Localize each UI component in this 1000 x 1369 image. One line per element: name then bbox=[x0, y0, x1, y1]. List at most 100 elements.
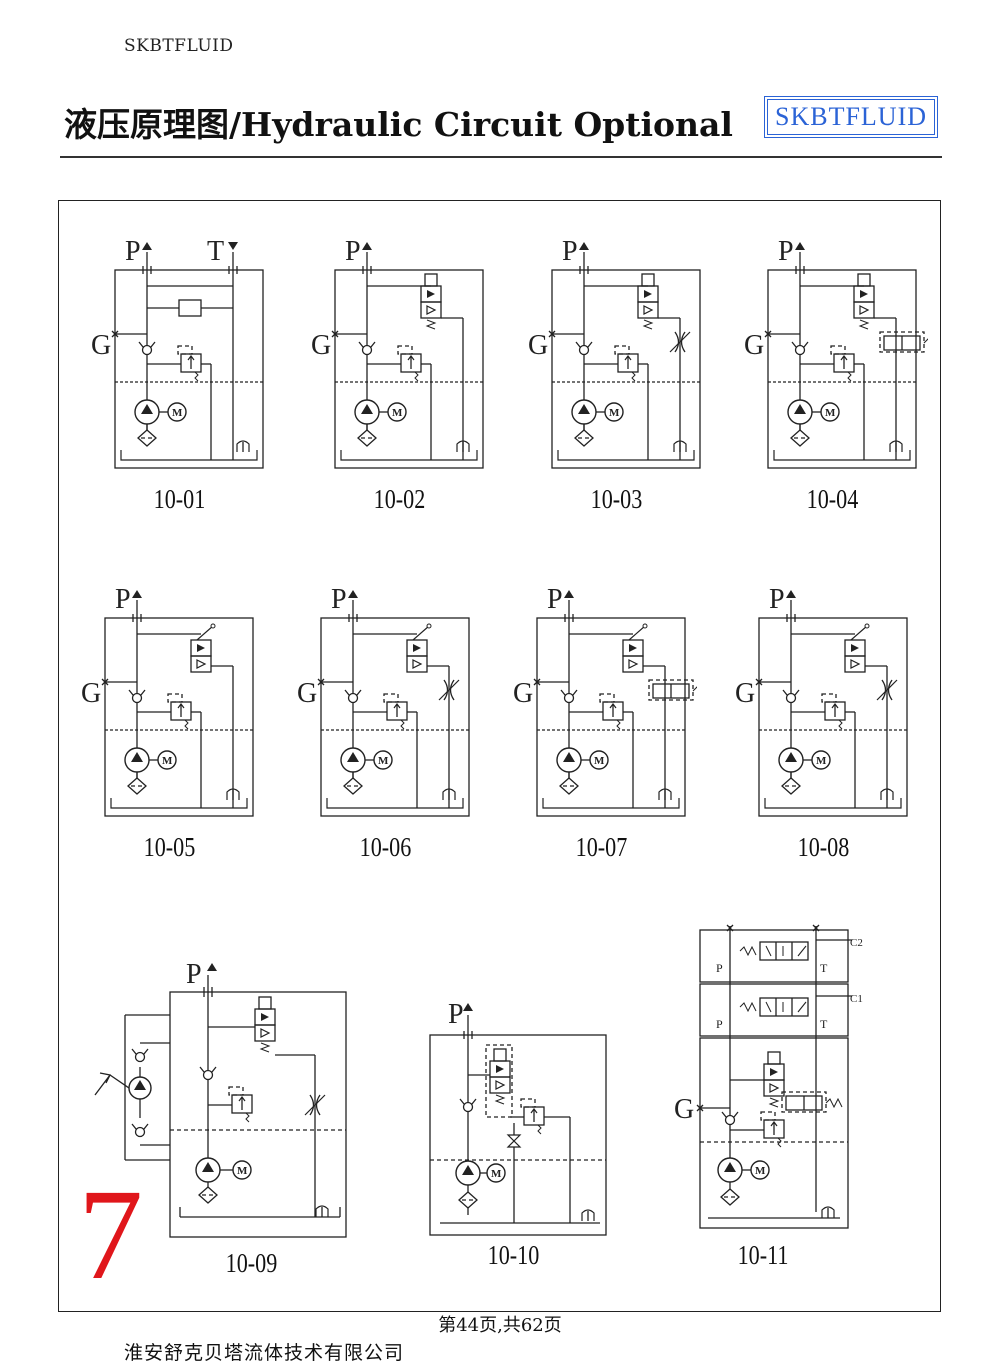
port-arrow-icon bbox=[786, 590, 796, 598]
manifold-outline bbox=[104, 617, 254, 817]
pump-icon bbox=[787, 399, 813, 425]
page-title: 液压原理图/Hydraulic Circuit Optional bbox=[64, 105, 733, 144]
reservoir-outline bbox=[557, 450, 695, 461]
motor-icon: M bbox=[167, 402, 187, 422]
check-valve-icon bbox=[138, 341, 156, 356]
brand-text: SKBTFLUID bbox=[124, 36, 234, 56]
spring-icon bbox=[739, 1001, 757, 1013]
check-valve-icon bbox=[575, 341, 593, 356]
tank-icon bbox=[581, 1209, 595, 1221]
port-c1-label: C1 bbox=[850, 993, 863, 1005]
throttle-valve-icon bbox=[438, 679, 460, 701]
svg-text:M: M bbox=[172, 407, 183, 419]
filter-icon bbox=[127, 777, 147, 795]
pump-icon bbox=[195, 1157, 221, 1183]
stack-section-c1 bbox=[699, 983, 849, 1037]
port-p-label: P bbox=[778, 236, 794, 267]
motor-icon: M bbox=[820, 402, 840, 422]
diagram-label: 10-09 bbox=[225, 1248, 278, 1278]
pilot-check-valve-icon bbox=[879, 331, 928, 353]
throttle-valve-icon bbox=[876, 679, 898, 701]
pump-icon bbox=[354, 399, 380, 425]
port-p-label: P bbox=[769, 584, 785, 615]
port-t-label: T bbox=[207, 236, 224, 267]
svg-text:M: M bbox=[825, 407, 836, 419]
solenoid-valve-icon bbox=[254, 996, 276, 1053]
diagram-label: 10-06 bbox=[359, 832, 412, 862]
solenoid-valve-icon bbox=[853, 273, 875, 330]
pilot-check-valve-icon bbox=[648, 679, 697, 701]
svg-text:M: M bbox=[491, 1168, 502, 1180]
relief-valve-icon bbox=[830, 345, 855, 382]
relief-valve-icon bbox=[520, 1098, 545, 1135]
check-valve-icon bbox=[560, 689, 578, 704]
relief-valve-icon bbox=[760, 1111, 785, 1148]
port-arrow-icon bbox=[579, 242, 589, 250]
pump-icon bbox=[340, 747, 366, 773]
port-p-label: P bbox=[186, 959, 202, 990]
port-g-label: G bbox=[81, 678, 101, 709]
svg-text:M: M bbox=[392, 407, 403, 419]
check-valve-icon bbox=[131, 1123, 149, 1138]
tank-icon bbox=[821, 1206, 835, 1218]
solenoid-valve-icon bbox=[763, 1051, 785, 1108]
pump-icon bbox=[571, 399, 597, 425]
solenoid-valve-icon bbox=[489, 1048, 511, 1105]
diagram-label: 10-01 bbox=[153, 484, 206, 514]
port-c2-label: C2 bbox=[850, 937, 863, 949]
svg-text:M: M bbox=[237, 1165, 248, 1177]
port-arrow-icon bbox=[228, 242, 238, 250]
relief-valve-icon bbox=[383, 693, 408, 730]
reservoir-outline bbox=[120, 450, 258, 461]
tank-icon bbox=[236, 440, 250, 452]
port-p-label: P bbox=[345, 236, 361, 267]
check-valve-icon bbox=[199, 1066, 217, 1081]
filter-icon bbox=[559, 777, 579, 795]
filter-icon bbox=[357, 429, 377, 447]
port-p-label: P bbox=[716, 961, 723, 975]
diagram-label: 10-08 bbox=[797, 832, 850, 862]
gauge-port-icon bbox=[812, 924, 820, 932]
filter-icon bbox=[458, 1191, 478, 1209]
reservoir-outline bbox=[110, 798, 248, 809]
port-arrow-icon bbox=[564, 590, 574, 598]
manifold-outline bbox=[758, 617, 908, 817]
svg-text:M: M bbox=[162, 755, 173, 767]
manifold-outline bbox=[320, 617, 470, 817]
shutoff-valve-icon bbox=[506, 1134, 522, 1148]
spring-icon bbox=[739, 945, 757, 957]
check-valve-icon bbox=[358, 341, 376, 356]
manifold-outline bbox=[334, 269, 484, 469]
manifold-outline bbox=[536, 617, 686, 817]
brand-logo: SKBTFLUID bbox=[764, 96, 938, 138]
diagram-label: 10-11 bbox=[737, 1240, 789, 1270]
check-valve-icon bbox=[178, 299, 202, 317]
port-p-label: P bbox=[448, 999, 464, 1030]
motor-icon: M bbox=[157, 750, 177, 770]
check-valve-icon bbox=[459, 1098, 477, 1113]
manifold-outline bbox=[114, 269, 264, 469]
motor-icon: M bbox=[232, 1160, 252, 1180]
relief-valve-icon bbox=[821, 693, 846, 730]
manual-valve-icon bbox=[844, 623, 870, 673]
motor-icon: M bbox=[589, 750, 609, 770]
reservoir-outline bbox=[340, 450, 478, 461]
port-g-label: G bbox=[311, 330, 331, 361]
port-g-label: G bbox=[91, 330, 111, 361]
filter-icon bbox=[343, 777, 363, 795]
pump-icon bbox=[455, 1160, 481, 1186]
stack-section-c2 bbox=[699, 929, 849, 983]
manifold-outline bbox=[169, 991, 347, 1238]
red-number-overlay: 7 bbox=[78, 1163, 143, 1307]
manual-valve-icon bbox=[190, 623, 216, 673]
solenoid-valve-icon bbox=[637, 273, 659, 330]
relief-valve-icon bbox=[177, 345, 202, 382]
relief-valve-icon bbox=[228, 1086, 253, 1123]
port-p-label: P bbox=[125, 236, 141, 267]
motor-icon: M bbox=[750, 1160, 770, 1180]
filter-icon bbox=[781, 777, 801, 795]
